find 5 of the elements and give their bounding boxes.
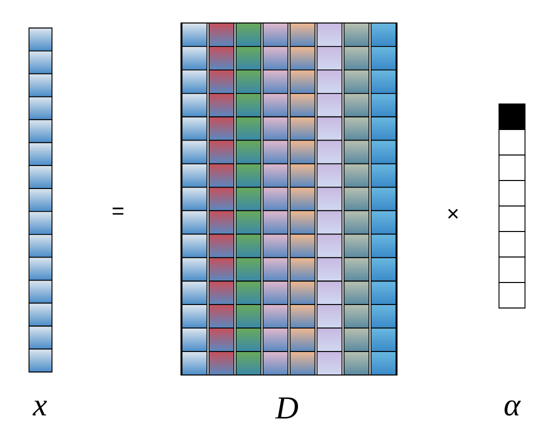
vector-label: α <box>504 400 521 416</box>
vector-label: x <box>32 400 47 416</box>
matrix-label: D <box>275 398 298 418</box>
equals-sign: = <box>112 208 124 215</box>
times-sign: × <box>448 208 458 219</box>
